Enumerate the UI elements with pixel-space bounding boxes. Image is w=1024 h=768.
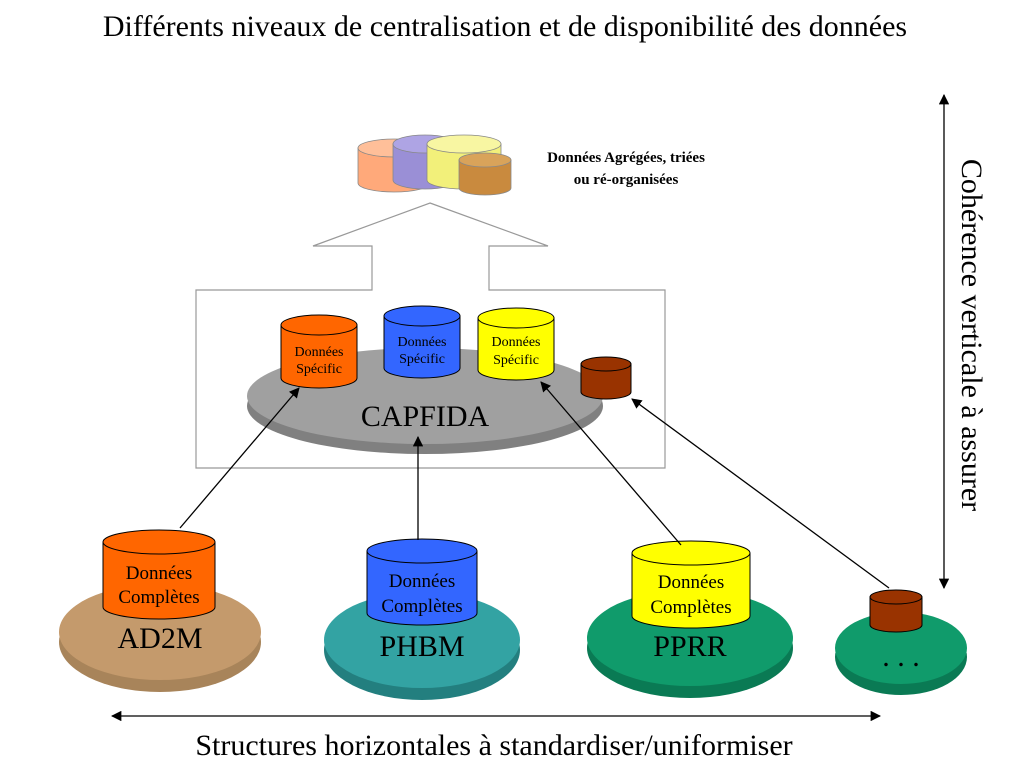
capfida-db-brown <box>580 356 632 400</box>
platform-other <box>835 612 967 695</box>
aggregation-arrow-frame <box>195 202 666 469</box>
capfida-db-orange-line2: Spécific <box>296 362 342 377</box>
capfida-db-orange-line1: Données <box>295 345 344 360</box>
source-ad2m-db-line1: Données <box>126 563 192 584</box>
arrow-pprr-to-capfida <box>540 381 682 546</box>
capfida-db-blue <box>383 305 461 379</box>
source-pprr-db-line2: Complètes <box>650 597 731 618</box>
source-label-pprr: PPRR <box>653 630 726 663</box>
aggregated-data-stack <box>357 134 512 196</box>
capfida-db-blue-line1: Données <box>398 335 447 350</box>
arrow-other-to-capfida <box>631 398 890 589</box>
source-phbm-db-line2: Complètes <box>381 596 462 617</box>
source-db-yellow <box>631 540 751 629</box>
aggregated-cylinder-brown <box>458 152 512 196</box>
horizontal-label: Structures horizontales à standardiser/u… <box>195 729 792 762</box>
arrow-ad2m-to-capfida <box>179 387 300 529</box>
capfida-db-blue-line2: Spécific <box>399 352 445 367</box>
capfida-label: CAPFIDA <box>361 400 490 433</box>
capfida-db-yellow-line1: Données <box>492 335 541 350</box>
source-pprr-db-line1: Données <box>658 572 724 593</box>
source-label-phbm: PHBM <box>379 630 464 663</box>
source-db-brown <box>869 589 923 633</box>
vertical-label: Cohérence verticale à assurer <box>955 159 988 511</box>
aggregated-label-line2: ou ré-organisées <box>574 172 679 188</box>
aggregated-label-line1: Données Agrégées, triées <box>547 150 705 166</box>
source-ad2m-db-line2: Complètes <box>118 587 199 608</box>
source-label-other: . . . <box>882 640 920 673</box>
capfida-db-yellow <box>477 307 555 381</box>
page-title: Différents niveaux de centralisation et … <box>103 10 907 43</box>
source-label-ad2m: AD2M <box>117 622 202 655</box>
source-db-orange <box>102 529 216 620</box>
capfida-db-yellow-line2: Spécific <box>493 353 539 368</box>
source-phbm-db-line1: Données <box>389 571 455 592</box>
capfida-db-orange <box>280 314 358 389</box>
source-db-blue <box>366 538 478 626</box>
